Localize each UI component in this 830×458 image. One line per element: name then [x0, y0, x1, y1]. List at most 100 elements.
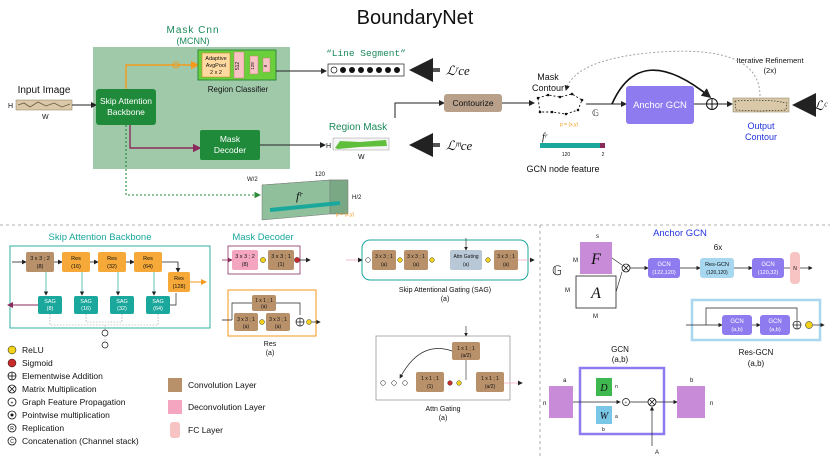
anchor-resgcn — [700, 258, 734, 278]
anchor-title: Anchor GCN — [653, 228, 707, 239]
input-w: W — [42, 114, 49, 121]
gcn-node-feature-label: GCN node feature — [526, 164, 599, 174]
feat-w2: W/2 — [247, 177, 258, 183]
sab-res-4 — [168, 272, 190, 292]
sab-conv0 — [26, 252, 54, 272]
anchor-gcn-box-top — [626, 86, 694, 124]
sag-b1-l1: 3 x 3 ; 1 — [375, 254, 393, 260]
feat-h2: H/2 — [352, 195, 362, 201]
line-segment-label: “Line Segment” — [326, 48, 406, 59]
gcn-W: W — [600, 411, 610, 422]
output-contour-thumb — [732, 97, 790, 113]
res-top — [252, 295, 276, 311]
region-classifier-label: Region Classifier — [208, 85, 269, 94]
sab-res-1-l1: Res — [71, 256, 81, 262]
legend-cat: Concatenation (Channel stack) — [22, 436, 139, 446]
adaptive-3: 2 x 2 — [210, 70, 222, 76]
sab-label-2: Backbone — [107, 107, 145, 117]
gcn-title-2: (a,b) — [612, 355, 629, 364]
fr-label: fʳ — [542, 132, 548, 143]
adaptive-1: Adaptive — [205, 56, 226, 62]
anchor-s: s — [596, 234, 599, 240]
p-xy-cube: p = (x,y) — [336, 212, 355, 218]
anchor-A-box — [575, 275, 617, 309]
gcn-b2: b — [690, 378, 694, 384]
gcn-A: A — [655, 450, 659, 456]
sab-sag-4 — [146, 296, 170, 314]
sab-res-4-l2: (128) — [173, 284, 186, 290]
anchor-resgcn-l2: (120,120) — [706, 270, 728, 276]
anchor-repeat: 6x — [714, 243, 722, 252]
anchor-m3: M — [593, 314, 598, 320]
sab-res-4-l1: Res — [174, 276, 184, 282]
bar-8: 8 — [263, 64, 268, 67]
sab-label-1: Skip Attention — [100, 96, 152, 106]
legend-conv: Convolution Layer — [188, 380, 257, 390]
sab-sag-4-l2: (64) — [153, 306, 163, 312]
sag-b3-l2: (a) — [503, 262, 509, 268]
md-conv-l2: (1) — [278, 262, 285, 268]
sag-b2 — [404, 250, 428, 270]
legend-add: Elementwise Addition — [22, 371, 103, 381]
region-mask-w: W — [358, 154, 365, 161]
gcn-input-block — [549, 386, 573, 418]
legend-fc: FC Layer — [188, 425, 223, 435]
sab-res-2 — [98, 252, 126, 272]
loss-ce-m: ℒᵐce — [446, 138, 473, 153]
md-deconv-l1: 3 x 3 ; 2 — [235, 254, 255, 260]
attn-top — [452, 342, 480, 360]
res-a-l2: (a) — [243, 324, 249, 330]
sab-sag-1 — [38, 296, 62, 314]
sab-sag-2 — [74, 296, 98, 314]
loss-ce-r: ℒʳce — [446, 63, 470, 78]
legend-relu: ReLU — [22, 345, 44, 355]
p-xy-label: p = (x,y) — [560, 122, 579, 128]
attn-label-2: (a) — [439, 415, 448, 422]
fr-cube-label: fʳ — [296, 189, 303, 203]
legend-pw: Pointwise multiplication — [22, 410, 110, 420]
md-deconv-l2: (8) — [242, 262, 249, 268]
mask-contour-1: Mask — [537, 72, 559, 82]
anchor-gcn2-l1: GCN — [761, 262, 774, 268]
legend-mul: Matrix Multiplication — [22, 384, 97, 394]
gcn-D-box — [596, 378, 612, 396]
attn-right-l2: (a/2) — [485, 384, 496, 390]
resgcn-a-l2: (a,b) — [731, 327, 742, 333]
sag-gate-l1: Attn Gating — [453, 254, 478, 260]
sab-box — [96, 89, 156, 125]
res-top-l2: (a) — [261, 304, 267, 310]
iter-ref-2: (2x) — [764, 66, 777, 75]
contourize-box — [444, 94, 502, 112]
attn-mid-l1: 1 x 1 ; 1 — [421, 376, 439, 382]
bar-128: 128 — [250, 62, 255, 70]
sab-frame — [9, 245, 211, 329]
sag-b3 — [494, 250, 518, 270]
legend-gfp: Graph Feature Propagation — [22, 397, 126, 407]
legend-rep: Replication — [22, 423, 64, 433]
legend-sigmoid: Sigmoid — [22, 358, 53, 368]
anchor-resgcn-l1: Res-GCN — [705, 262, 729, 268]
legend-fc-swatch — [170, 422, 180, 438]
gcn-W-box — [596, 406, 612, 424]
mask-contour-2: Contour — [532, 83, 564, 93]
sag-b1-l2: (a) — [381, 262, 387, 268]
res-label-2: (a) — [266, 350, 275, 357]
input-h: H — [8, 103, 13, 110]
md-conv-l1: 3 x 3 ; 1 — [271, 254, 291, 260]
anchor-gcn2 — [752, 258, 784, 278]
attn-label-1: Attn Gating — [425, 406, 460, 413]
sab-sag-3 — [110, 296, 134, 314]
output-contour-2: Contour — [745, 132, 777, 142]
output-contour-1: Output — [747, 121, 775, 131]
anchor-m2: M — [565, 288, 570, 294]
mask-contour-shape — [537, 93, 583, 115]
md-deconv — [232, 250, 258, 270]
resgcn-label-2: (a,b) — [748, 359, 765, 368]
legend-conv-swatch — [168, 378, 182, 392]
sab-res-1-l2: (16) — [71, 264, 81, 270]
svg-text:C: C — [10, 439, 14, 445]
md-title: Mask Decoder — [232, 232, 293, 243]
sab-sag-3-l1: SAG — [116, 299, 128, 305]
onehot-dots — [330, 66, 400, 74]
